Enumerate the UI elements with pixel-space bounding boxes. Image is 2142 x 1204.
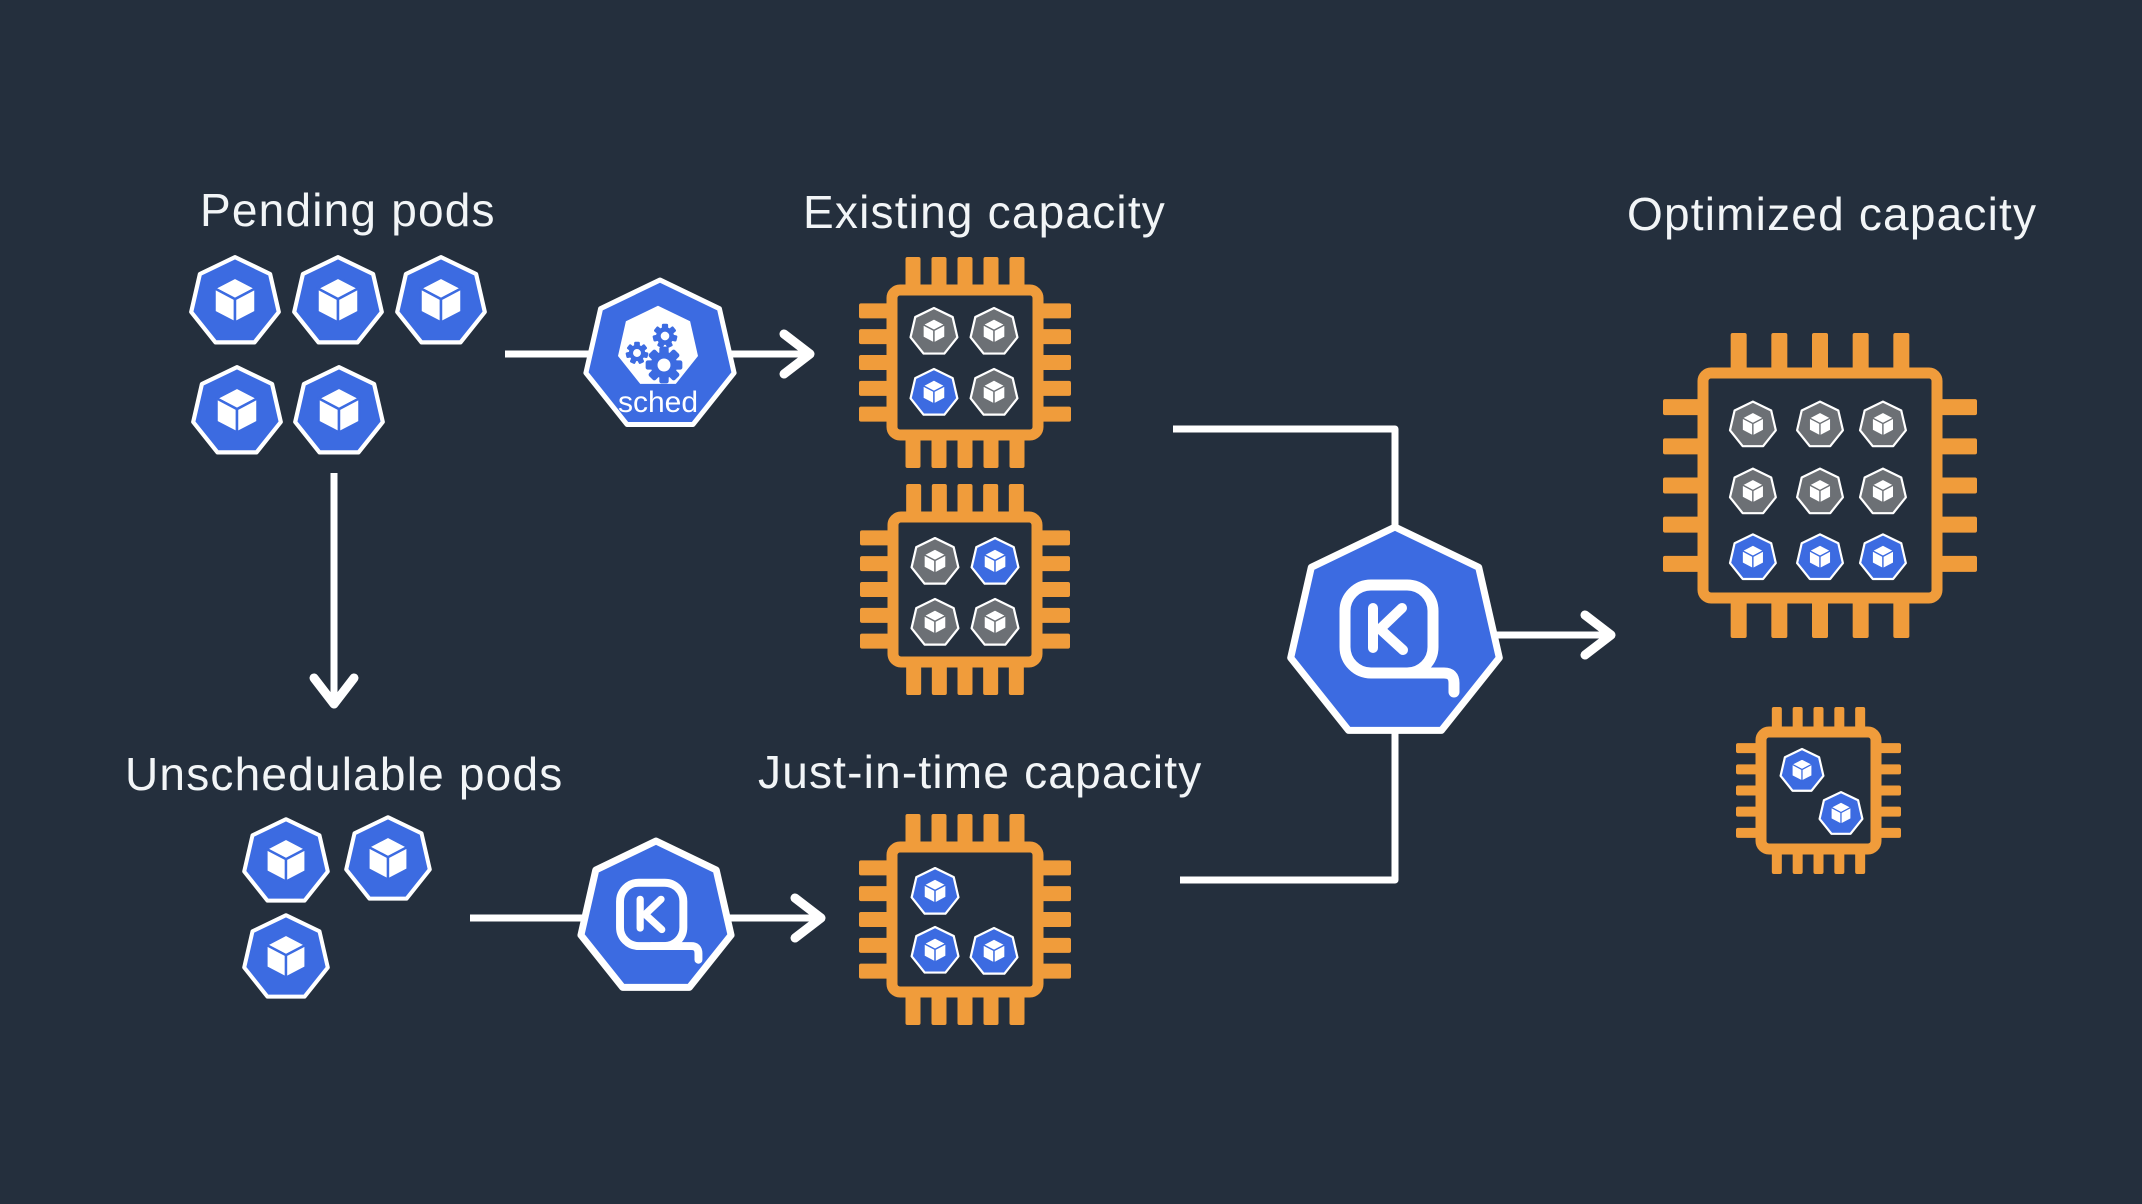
karpenter-icon-small xyxy=(577,837,735,991)
chip-optimized-node-big xyxy=(1663,333,1977,638)
pod-icon xyxy=(1796,467,1844,515)
pod-icon xyxy=(909,367,959,416)
gear-icon xyxy=(645,346,683,384)
unschedulable-pods-label: Unschedulable pods xyxy=(125,748,564,800)
pod-icon xyxy=(1728,400,1777,448)
pod-icon xyxy=(1818,790,1864,835)
pod-icon xyxy=(909,306,959,355)
pod-icon xyxy=(1796,533,1844,581)
pod-icon xyxy=(910,536,960,585)
pod-icon xyxy=(1728,467,1777,515)
chip-jit-node xyxy=(859,814,1071,1025)
pod-icon xyxy=(969,306,1019,355)
pod-icon xyxy=(189,255,281,345)
pod-icon xyxy=(910,866,960,915)
karpenter-icon-large xyxy=(1287,523,1503,734)
pending-pods-label: Pending pods xyxy=(200,184,496,236)
chip-optimized-node-small xyxy=(1736,707,1901,874)
connector-karpenter-to-optimized xyxy=(1492,610,1616,660)
pod-icon xyxy=(293,365,385,455)
pod-icon xyxy=(969,367,1019,416)
pod-icon xyxy=(395,255,487,345)
connector-pending-to-unschedulable xyxy=(309,473,359,709)
pod-icon xyxy=(242,913,330,999)
pod-icon xyxy=(970,597,1020,646)
pod-icon xyxy=(292,255,384,345)
pending-pods xyxy=(189,255,487,455)
pod-icon xyxy=(344,815,432,901)
pod-icon xyxy=(1779,747,1825,792)
gear-icon xyxy=(625,341,649,364)
chip-existing-node-1 xyxy=(859,257,1071,468)
jit-capacity-label: Just-in-time capacity xyxy=(758,746,1203,798)
connector-existing-to-karpenter xyxy=(1173,425,1399,532)
pod-icon xyxy=(242,817,330,903)
unschedulable-pods xyxy=(242,815,432,999)
existing-capacity-label: Existing capacity xyxy=(803,186,1166,238)
pod-icon xyxy=(1728,533,1777,581)
pod-icon xyxy=(1858,400,1907,448)
chip-existing-node-2 xyxy=(860,484,1070,695)
optimized-capacity-label: Optimized capacity xyxy=(1627,188,2038,240)
pod-icon xyxy=(191,365,283,455)
pod-icon xyxy=(1858,533,1907,581)
pod-icon xyxy=(910,925,960,974)
gear-icon xyxy=(652,323,678,348)
pod-icon xyxy=(1858,467,1907,515)
kube-scheduler-icon: sched xyxy=(583,277,737,427)
pod-icon xyxy=(970,536,1020,585)
connector-jit-to-karpenter xyxy=(1180,730,1399,884)
sched-icon-label: sched xyxy=(618,386,698,419)
pod-icon xyxy=(969,926,1019,975)
pod-icon xyxy=(1796,400,1844,448)
pod-icon xyxy=(910,597,960,646)
